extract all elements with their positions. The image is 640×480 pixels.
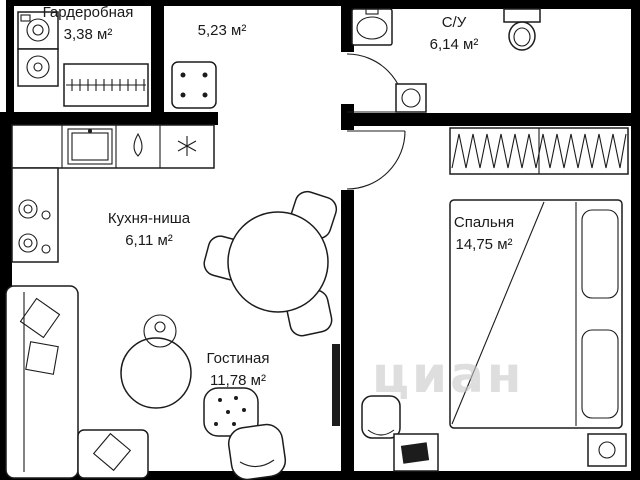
water-drop-icon <box>133 132 143 157</box>
room-label-living: Гостиная 11,78 м² <box>207 348 270 392</box>
tv-console <box>332 344 340 426</box>
hanger-rail <box>63 63 149 107</box>
dining-set <box>203 190 338 337</box>
kitchen-sink-icon <box>67 128 113 165</box>
floor-lamp-icon <box>143 314 177 348</box>
room-area: 5,23 м² <box>197 22 247 39</box>
room-label-wardrobe: Гардеробная 3,38 м² <box>43 2 134 46</box>
stove-burners-icon <box>18 199 51 254</box>
wall-segment <box>151 0 164 112</box>
room-label-bathroom: С/У 6,14 м² <box>430 12 479 56</box>
kitchen-counter <box>11 124 215 169</box>
laptop-icon <box>400 442 430 464</box>
kitchen-furniture <box>11 124 215 263</box>
room-name: Гостиная <box>206 350 270 367</box>
room-label-kitchen: Кухня-ниша 6,11 м² <box>108 208 190 252</box>
room-area: 6,11 м² <box>125 231 173 249</box>
desk-chair <box>361 395 401 439</box>
wall-segment <box>6 0 14 120</box>
wall-segment <box>0 471 640 480</box>
pillow <box>581 329 619 419</box>
wall-segment <box>341 190 354 471</box>
wall-segment <box>0 112 218 125</box>
nightstand <box>587 433 627 467</box>
wall-segment <box>341 0 354 52</box>
double-bed <box>449 199 623 429</box>
washer-icon <box>395 83 427 113</box>
coffee-table <box>203 387 259 437</box>
wardrobe-room-furniture <box>17 11 149 107</box>
bathroom-furniture <box>351 8 541 113</box>
room-name: Гардеробная <box>42 4 134 21</box>
room-label-hallway: 5,23 м² <box>198 20 247 42</box>
toilet-icon <box>503 8 541 51</box>
room-area: 11,78 м² <box>210 371 266 389</box>
wall-segment <box>342 0 640 9</box>
dining-table <box>227 211 329 313</box>
wardrobe-with-hangers <box>449 127 629 175</box>
pouf <box>120 337 192 409</box>
snowflake-icon <box>177 136 197 156</box>
hallway-stool <box>171 61 217 109</box>
armchair <box>227 423 287 480</box>
living-room-furniture <box>5 190 340 480</box>
wall-segment <box>6 0 342 6</box>
room-area: 14,75 м² <box>455 235 513 253</box>
dryer-machine-icon <box>17 48 59 87</box>
pillow <box>581 209 619 299</box>
bedroom-furniture <box>361 127 629 472</box>
room-name: Кухня-ниша <box>107 210 191 227</box>
desk-and-chair <box>361 395 439 472</box>
room-name: Спальня <box>453 214 515 231</box>
sofa <box>5 285 149 479</box>
wall-segment <box>341 113 640 126</box>
watermark: циан <box>372 346 525 404</box>
room-label-bedroom: Спальня 14,75 м² <box>454 212 514 256</box>
blanket-fold <box>451 201 545 425</box>
wall-segment <box>631 0 640 480</box>
bedroom-door-arc <box>346 130 406 190</box>
sink-icon <box>351 8 393 46</box>
room-area: 3,38 м² <box>63 25 113 43</box>
room-area: 6,14 м² <box>429 35 479 53</box>
room-name: С/У <box>441 14 467 31</box>
